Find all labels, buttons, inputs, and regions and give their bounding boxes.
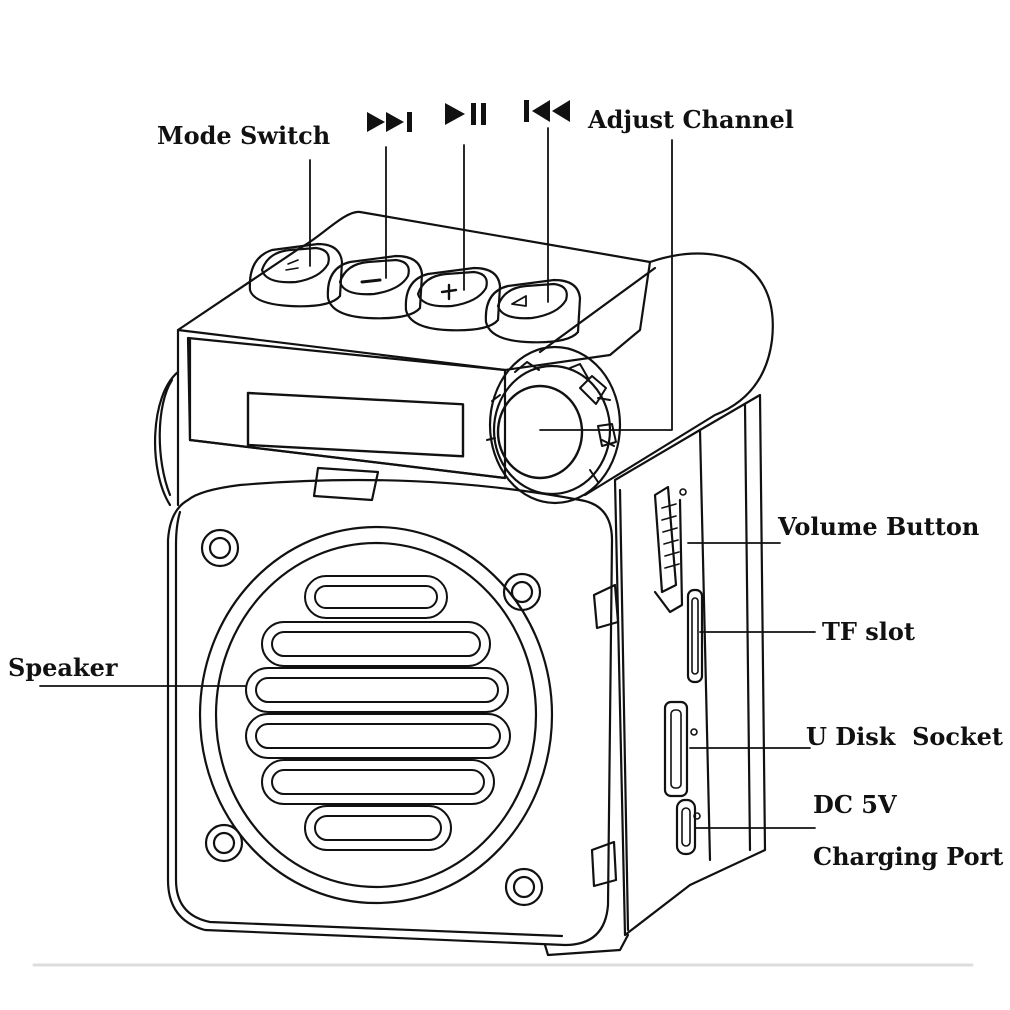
speaker-ring-inner [214, 541, 538, 889]
leader-lines [39, 127, 816, 829]
knob-cylinder [583, 252, 774, 497]
next-track-icon [367, 112, 412, 132]
label-u-disk-socket: U Disk Socket [806, 722, 1004, 751]
knob-cap [496, 384, 584, 480]
dc-charging-port [675, 798, 701, 856]
side-latch-bottom [590, 840, 618, 888]
play-pause-button [404, 266, 502, 332]
radio-body [153, 210, 767, 957]
speaker-grille [245, 575, 511, 851]
front-frame [166, 478, 614, 947]
frame-clip [312, 466, 380, 502]
label-dc-5v: DC 5V [813, 790, 897, 819]
speaker-ring-outer [198, 525, 554, 905]
mode-switch-button [248, 242, 344, 308]
channel-knob [486, 252, 774, 505]
previous-track-icon [524, 100, 570, 122]
side-latch-top [592, 583, 620, 630]
label-mode-switch: Mode Switch [157, 121, 331, 150]
label-volume-button: Volume Button [778, 512, 980, 541]
display-window [246, 391, 465, 458]
volume-wheel [653, 485, 687, 614]
leader-adjust-channel [539, 139, 673, 431]
label-tf-slot: TF slot [822, 617, 915, 646]
label-charging-port: Charging Port [813, 842, 1004, 871]
side-ports [653, 485, 704, 856]
play-pause-icon [445, 103, 486, 125]
previous-button [484, 278, 582, 344]
next-button [326, 254, 424, 320]
top-buttons [248, 242, 582, 344]
u-disk-socket [663, 700, 698, 798]
tf-slot [686, 588, 704, 684]
label-speaker: Speaker [8, 653, 118, 682]
left-side-knob [153, 370, 180, 507]
label-adjust-channel: Adjust Channel [588, 105, 794, 134]
